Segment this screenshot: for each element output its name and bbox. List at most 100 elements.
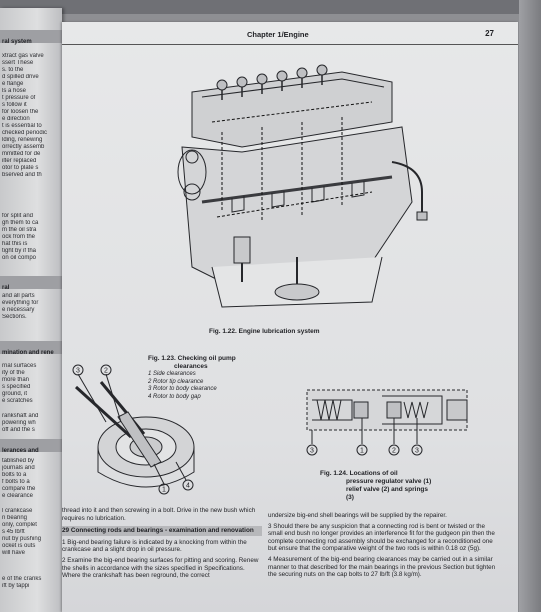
pump-figure-caption: Fig. 1.23. Checking oil pump clearances	[148, 355, 236, 371]
prev-page-fragment: ift by tappi	[2, 583, 30, 589]
prev-page-fragment: t pressure of	[2, 95, 36, 101]
prev-band: mination and rene	[0, 341, 62, 356]
pump-legend: 1 Side clearances 2 Rotor tip clearance …	[148, 371, 258, 401]
right-text-column: undersize big-end shell bearings will be…	[268, 512, 496, 582]
prev-page-fragment: d spilled drive	[2, 74, 39, 80]
right-lead-paragraph: undersize big-end shell bearings will be…	[268, 512, 447, 519]
prev-page-fragment: tight by if tha	[2, 248, 37, 254]
prev-page-fragment: rankshaft and	[2, 413, 39, 419]
prev-page-fragment: Sections.	[2, 314, 27, 320]
background-right	[519, 0, 541, 612]
pump-legend-item: 4 Rotor to body gap	[148, 393, 201, 400]
valve-callout-3-right: 3	[415, 448, 419, 455]
prev-page-fragment: ls a hose	[2, 88, 27, 94]
prev-page-fragment: and all parts	[2, 293, 35, 299]
background-top	[0, 0, 541, 14]
prev-page-fragment: e clearance	[2, 493, 34, 499]
prev-page-fragment: t is essential to	[2, 123, 42, 129]
prev-page-fragment: e direction	[2, 116, 30, 122]
prev-page-fragment: on oil compo	[2, 255, 37, 261]
pump-callout-4: 4	[186, 483, 190, 490]
prev-page-fragment: s specified	[2, 384, 31, 390]
valve-figure-caption: Fig. 1.24. Locations of oil pressure reg…	[320, 470, 431, 502]
valve-caption-line-4: (3)	[346, 494, 354, 501]
pump-legend-item: 2 Rotor tip clearance	[148, 378, 204, 385]
prev-page-fragment: bolts to a	[2, 472, 27, 478]
prev-page-fragment: s. to the	[2, 67, 24, 73]
prev-page-fragment: gh them to ca	[2, 220, 39, 226]
prev-page-fragment: e of the cranks	[2, 576, 42, 582]
prev-band-1: ral system	[0, 30, 62, 45]
left-lead-paragraph: thread into it and then screwing in a bo…	[62, 507, 256, 522]
valve-callout-2: 2	[392, 448, 396, 455]
prev-page-fragment: ground, it	[2, 391, 28, 397]
engine-figure-caption: Fig. 1.22. Engine lubrication system	[209, 328, 320, 335]
pump-callout-1: 1	[162, 487, 166, 494]
prev-page-fragment: powering wh	[2, 420, 36, 426]
prev-page-fragment: off and the s	[2, 427, 35, 433]
valve-caption-line-2: pressure regulator valve (1)	[346, 478, 432, 485]
prev-page-fragment: ock from the	[2, 234, 36, 240]
prev-page-fragment: will have	[2, 550, 26, 556]
pump-legend-item: 3 Rotor to body clearance	[148, 386, 217, 392]
prev-page-fragment: l crankcase	[2, 508, 33, 514]
prev-page-fragment: rnal surfaces	[2, 363, 37, 369]
prev-page-fragment: nut by pushing	[2, 536, 42, 542]
pump-callout-3: 3	[76, 368, 80, 375]
prev-page-fragment: m the oil stra	[2, 227, 37, 233]
pump-caption-line-1: Fig. 1.23. Checking oil pump	[148, 355, 236, 362]
prev-page-fragment: ilter replaced	[2, 158, 37, 164]
prev-page-fragment: e scratches	[2, 398, 33, 404]
oil-pump-illustration: 3 2 1 4	[72, 364, 195, 495]
prev-page-fragment: more than	[2, 377, 30, 383]
prev-page-fragment: for loosen the	[2, 109, 39, 115]
running-head: Chapter 1/Engine 27	[62, 29, 518, 45]
pressure-valve-illustration: 3 1 2 3	[306, 389, 468, 456]
prev-page-fragment: only, complet	[2, 522, 37, 528]
prev-band-text: lerances and	[2, 448, 39, 454]
prev-page-fragment: journals and	[2, 465, 35, 471]
prev-page-fragment: bserved and th	[2, 172, 42, 178]
prev-band: ral	[0, 276, 62, 291]
valve-caption-line-1: Fig. 1.24. Locations of oil	[320, 470, 398, 477]
paragraph-1: 1 Big-end bearing failure is indicated b…	[62, 538, 247, 554]
prev-page-fragment: f bolts to a	[2, 479, 30, 485]
prev-band-1-text: ral system	[2, 39, 32, 45]
chapter-title: Chapter 1/Engine	[247, 30, 309, 39]
prev-page-fragment: checked periodic	[2, 130, 48, 136]
prev-page-fragment: s follow it	[2, 102, 27, 108]
prev-page-fragment: hat this is	[2, 241, 28, 247]
prev-page-fragment: orrectly assemb	[2, 144, 45, 150]
prev-band: lerances and	[0, 439, 62, 454]
prev-page-fragment: for split and	[2, 213, 34, 219]
prev-page-fragment: mmitted for de	[2, 151, 41, 157]
valve-callout-3-left: 3	[310, 448, 314, 455]
pump-caption-line-2: clearances	[174, 363, 208, 370]
book-page: Chapter 1/Engine 27	[62, 22, 518, 612]
prev-page-fragment: tablished by	[2, 458, 35, 464]
prev-page-fragment: otor to plate s	[2, 165, 39, 171]
paragraph-4: 4 Measurement of the big-end bearing cle…	[268, 555, 496, 579]
section-heading: 29 Connecting rods and bearings - examin…	[62, 526, 262, 536]
prev-page-fragment: ocket is outs	[2, 543, 36, 549]
prev-page-fragment: lding, renewing	[2, 137, 43, 143]
engine-lubrication-illustration	[177, 64, 428, 308]
page-number: 27	[485, 29, 494, 38]
prev-page-fragment: n bearing	[2, 515, 28, 521]
prev-page-fragment: everything for	[2, 300, 39, 306]
paragraph-2: 2 Examine the big-end bearing surfaces f…	[62, 556, 259, 580]
paragraph-3: 3 Should there be any suspicion that a c…	[268, 522, 495, 553]
prev-page-fragment: ity of the	[2, 370, 25, 376]
valve-caption-line-3: relief valve (2) and springs	[346, 486, 429, 493]
prev-page-fragment: s 45 lb/ft	[2, 529, 25, 535]
prev-page-fragment: e flange	[2, 81, 24, 87]
prev-page-fragment: ssert These	[2, 60, 34, 66]
prev-page-fragment: xtract gas valve	[2, 53, 44, 59]
pump-legend-item: 1 Side clearances	[148, 371, 196, 377]
valve-callout-1: 1	[360, 448, 364, 455]
prev-page-fragment: compare the	[2, 486, 36, 492]
pump-callout-2: 2	[104, 368, 108, 375]
prev-page-fragment: e necessary	[2, 307, 35, 313]
left-text-column: thread into it and then screwing in a bo…	[62, 507, 262, 583]
